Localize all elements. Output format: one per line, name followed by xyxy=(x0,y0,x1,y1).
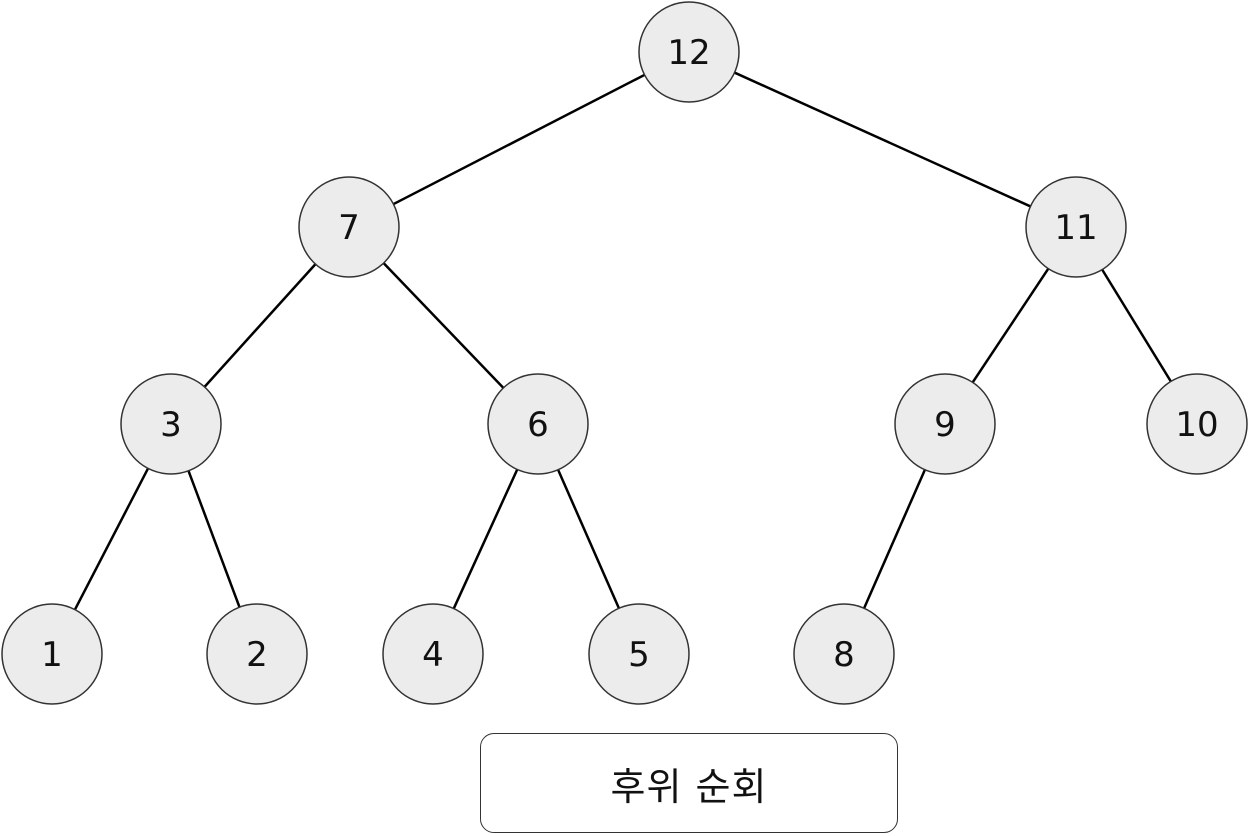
tree-node-7: 7 xyxy=(298,176,400,278)
edge-n11-n9 xyxy=(971,267,1050,384)
node-circle xyxy=(638,1,740,103)
edge-n3-n2 xyxy=(186,469,242,609)
node-circle xyxy=(1025,176,1127,278)
node-circle xyxy=(120,373,222,475)
node-circle xyxy=(206,603,308,705)
tree-node-10: 10 xyxy=(1146,373,1248,475)
tree-node-8: 8 xyxy=(793,603,895,705)
edge-n11-n10 xyxy=(1100,268,1173,383)
node-circle xyxy=(298,176,400,278)
edge-n3-n1 xyxy=(73,466,150,612)
tree-node-6: 6 xyxy=(487,373,589,475)
node-circle xyxy=(894,373,996,475)
node-circle xyxy=(487,373,589,475)
node-label: 8 xyxy=(833,635,855,675)
caption-label: 후위 순회 xyxy=(610,764,768,809)
tree-node-9: 9 xyxy=(894,373,996,475)
node-label: 3 xyxy=(160,405,182,445)
edge-n9-n8 xyxy=(862,468,927,610)
node-label: 2 xyxy=(246,635,268,675)
node-label: 1 xyxy=(41,635,63,675)
node-label: 9 xyxy=(934,405,956,445)
tree-node-2: 2 xyxy=(206,603,308,705)
tree-node-1: 1 xyxy=(1,603,103,705)
node-circle xyxy=(1146,373,1248,475)
tree-node-11: 11 xyxy=(1025,176,1127,278)
tree-edges xyxy=(73,71,1173,612)
tree-node-4: 4 xyxy=(382,603,484,705)
node-circle xyxy=(1,603,103,705)
edge-n6-n5 xyxy=(556,468,621,610)
node-label: 5 xyxy=(628,635,650,675)
edge-n7-n6 xyxy=(382,261,505,390)
node-label: 7 xyxy=(338,208,360,248)
node-circle xyxy=(588,603,690,705)
edge-n12-n11 xyxy=(733,71,1032,208)
edge-n7-n3 xyxy=(202,262,318,389)
node-label: 4 xyxy=(422,635,444,675)
node-circle xyxy=(382,603,484,705)
tree-node-3: 3 xyxy=(120,373,222,475)
node-label: 12 xyxy=(667,33,710,73)
node-circle xyxy=(793,603,895,705)
tree-node-12: 12 xyxy=(638,1,740,103)
node-label: 11 xyxy=(1054,208,1097,248)
edge-n12-n7 xyxy=(391,73,647,206)
node-label: 10 xyxy=(1175,405,1218,445)
tree-node-5: 5 xyxy=(588,603,690,705)
edge-n6-n4 xyxy=(452,468,519,610)
node-label: 6 xyxy=(527,405,549,445)
caption-box: 후위 순회 xyxy=(480,733,898,833)
